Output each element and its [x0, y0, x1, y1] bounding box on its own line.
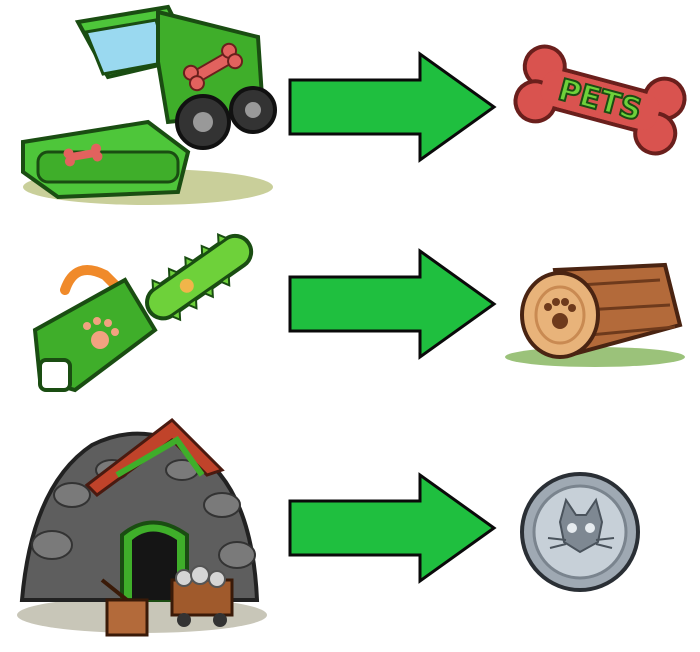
arrow-right-icon [288, 248, 498, 360]
log-icon [500, 255, 690, 370]
arrow-right-icon [288, 51, 498, 163]
production-row-harvester: PETS [0, 0, 700, 215]
mine-icon [12, 415, 270, 645]
harvester-icon [18, 2, 280, 210]
production-row-chainsaw [0, 215, 700, 415]
arrow-right-icon [288, 472, 498, 584]
production-row-mine [0, 415, 700, 652]
chainsaw-icon [15, 220, 260, 410]
pet-bone-icon: PETS [510, 40, 690, 160]
silver-coin-icon [518, 470, 643, 595]
